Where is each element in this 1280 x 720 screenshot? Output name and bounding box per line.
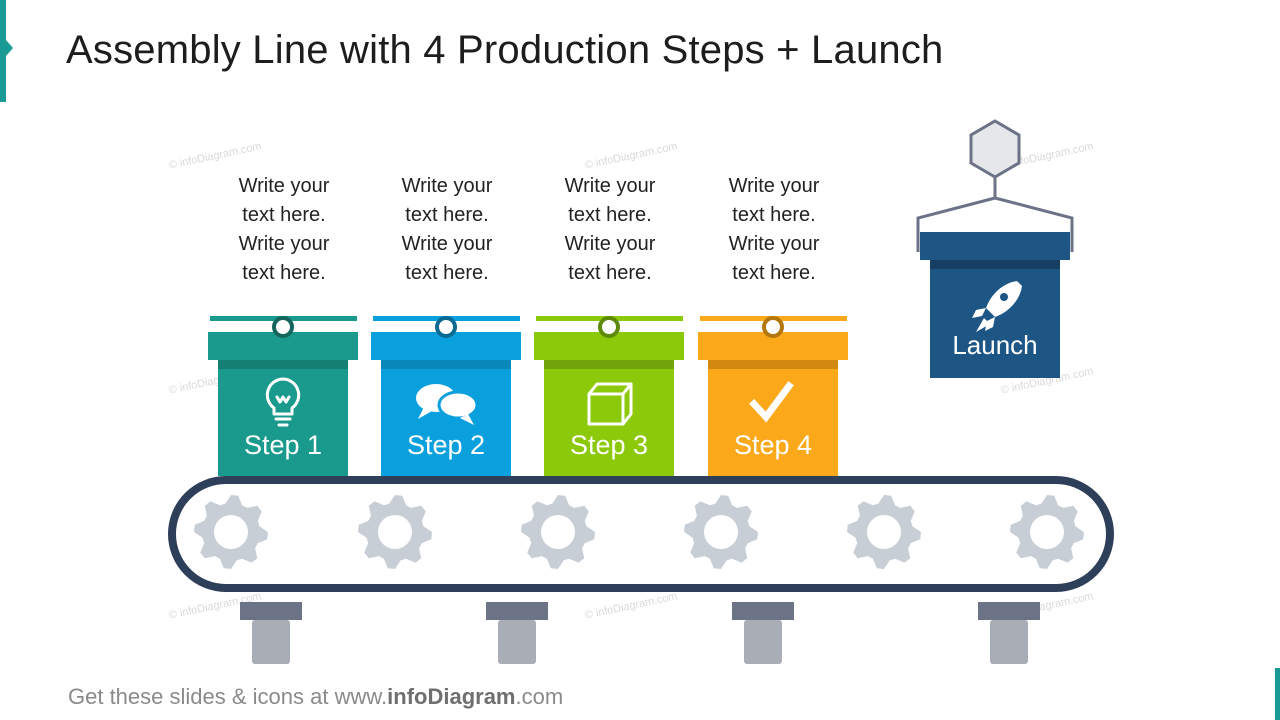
footer: Get these slides & icons at www.infoDiag… xyxy=(68,684,563,710)
conveyor-leg xyxy=(486,602,548,664)
launch-crane xyxy=(916,119,1074,252)
step-1-box xyxy=(208,316,358,476)
text-line: text here. xyxy=(568,262,652,284)
speech-bubbles-icon xyxy=(416,384,479,425)
step-4-box xyxy=(698,316,848,476)
conveyor-leg xyxy=(978,602,1040,664)
text-line: Write your xyxy=(401,175,493,197)
conveyor-belt xyxy=(168,476,1114,592)
step-3-label: Step 3 xyxy=(569,430,649,460)
lightbulb-icon xyxy=(265,377,301,427)
gear-icon xyxy=(521,495,595,569)
right-accent-bar xyxy=(1275,668,1280,720)
text-line: Write your xyxy=(564,175,656,197)
gears xyxy=(194,495,1084,569)
text-line: text here. xyxy=(732,204,816,226)
step-1-description: Write your text here. Write your text he… xyxy=(199,172,369,288)
text-line: text here. xyxy=(242,262,326,284)
text-line: Write your xyxy=(728,175,820,197)
footer-suffix: .com xyxy=(515,684,564,709)
step-3-box xyxy=(534,316,684,476)
box-icon xyxy=(587,382,633,426)
launch-box xyxy=(920,232,1070,378)
gear-icon xyxy=(194,495,268,569)
text-line: Write your xyxy=(238,175,330,197)
left-accent-bar xyxy=(0,0,13,102)
text-line: text here. xyxy=(568,204,652,226)
footer-prefix: Get these slides & icons at www. xyxy=(68,684,388,709)
step-3-description: Write your text here. Write your text he… xyxy=(525,172,695,288)
step-2-box xyxy=(371,316,521,476)
rocket-icon xyxy=(972,281,1022,332)
step-1-label: Step 1 xyxy=(243,430,323,460)
text-line: Write your xyxy=(728,233,820,255)
text-line: text here. xyxy=(242,204,326,226)
text-line: text here. xyxy=(732,262,816,284)
text-line: text here. xyxy=(405,262,489,284)
gear-icon xyxy=(1010,495,1084,569)
step-2-description: Write your text here. Write your text he… xyxy=(362,172,532,288)
step-4-label: Step 4 xyxy=(733,430,813,460)
text-line: text here. xyxy=(405,204,489,226)
gear-icon xyxy=(684,495,758,569)
text-line: Write your xyxy=(238,233,330,255)
checkmark-icon xyxy=(749,381,794,423)
step-2-label: Step 2 xyxy=(406,430,486,460)
gear-icon xyxy=(847,495,921,569)
conveyor-legs xyxy=(240,602,1040,664)
page-title: Assembly Line with 4 Production Steps + … xyxy=(66,28,944,72)
gear-icon xyxy=(358,495,432,569)
text-line: Write your xyxy=(401,233,493,255)
text-line: Write your xyxy=(564,233,656,255)
conveyor-leg xyxy=(240,602,302,664)
footer-brand[interactable]: infoDiagram xyxy=(387,684,516,709)
launch-label: Launch xyxy=(952,330,1038,360)
step-4-description: Write your text here. Write your text he… xyxy=(689,172,859,288)
conveyor-leg xyxy=(732,602,794,664)
